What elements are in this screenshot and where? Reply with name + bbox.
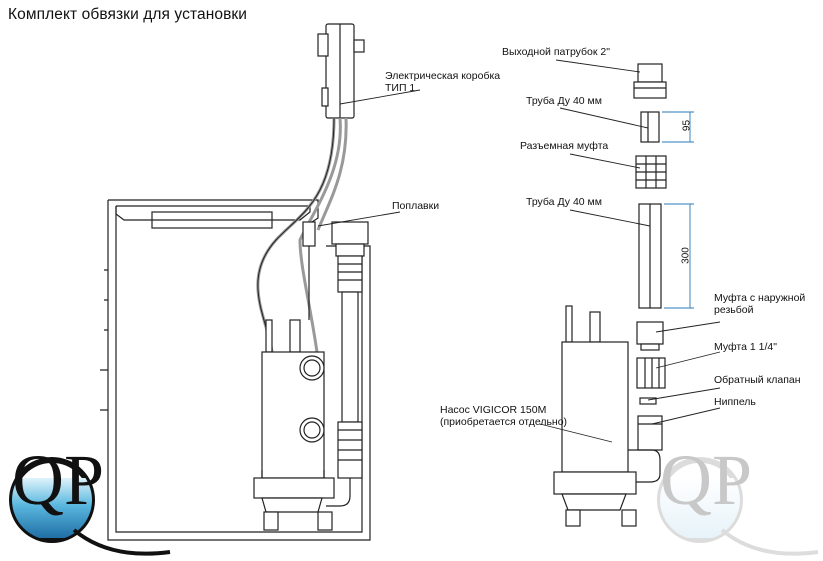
label-outlet: Выходной патрубок 2" (502, 46, 610, 58)
short-pipe (640, 111, 660, 143)
label-coupling-external-line2: резьбой (714, 304, 754, 316)
label-nipple: Ниппель (714, 396, 756, 408)
page-title: Комплект обвязки для установки (8, 6, 248, 23)
pump-in-tank (253, 319, 335, 531)
label-floats: Поплавки (392, 200, 440, 212)
junction-box (317, 23, 365, 119)
outlet-fitting (633, 63, 667, 99)
label-coupling-114: Муфта 1 1/4" (714, 341, 777, 353)
logo-left (9, 457, 171, 556)
discharge-pipe (326, 221, 369, 507)
pump-standalone (553, 305, 661, 527)
label-pump: Насос VIGICOR 150M (приобретается отдель… (440, 404, 567, 428)
label-junction-box: Электрическая коробка ТИП 1 (385, 70, 500, 94)
dimension-long-pipe: 300 (680, 247, 692, 264)
label-pipe-long: Труба Ду 40 мм (526, 196, 602, 208)
logo-right-text: QP (660, 440, 753, 520)
floats (302, 221, 316, 320)
coupling-external (636, 321, 664, 351)
label-coupling-external: Муфта с наружной резьбой (714, 292, 805, 316)
label-union: Разъемная муфта (520, 140, 609, 152)
logo-right (657, 457, 819, 556)
label-pump-line2: (приобретается отдельно) (440, 416, 568, 428)
label-check-valve: Обратный клапан (714, 374, 801, 386)
label-pump-line1: Насос VIGICOR 150M (440, 404, 547, 416)
label-junction-box-line2: ТИП 1 (385, 82, 416, 94)
label-pipe-short: Труба Ду 40 мм (526, 95, 602, 107)
union (635, 155, 667, 189)
logo-left-text: QP (12, 440, 105, 520)
long-pipe (638, 203, 662, 309)
leader-lines (317, 59, 721, 443)
coupling-114 (636, 357, 666, 389)
label-coupling-external-line1: Муфта с наружной (714, 292, 806, 304)
dimension-lines (662, 111, 694, 309)
label-junction-box-line1: Электрическая коробка (385, 70, 501, 82)
nipple (637, 415, 663, 451)
dimension-short-pipe: 95 (681, 119, 693, 132)
check-valve (639, 397, 657, 405)
